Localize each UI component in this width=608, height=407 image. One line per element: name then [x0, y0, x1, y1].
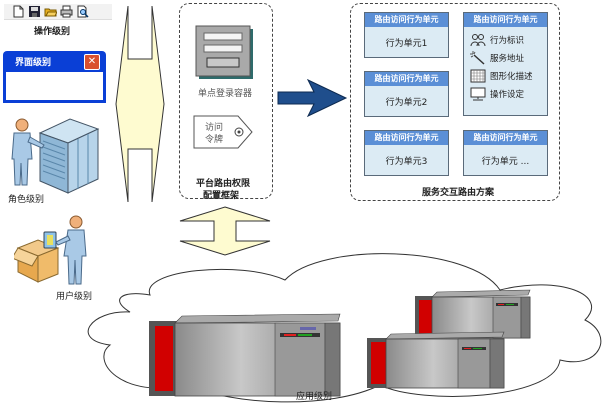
platform-routing-frame	[179, 3, 273, 199]
server-icon	[367, 331, 505, 389]
person-icon	[11, 118, 45, 186]
application-level-label: 应用级别	[296, 392, 333, 402]
window-body	[6, 72, 103, 100]
box-icon	[14, 239, 60, 283]
feature-label: 服务地址	[490, 54, 525, 64]
magic-wand-icon	[470, 51, 485, 65]
feature-behavior-id: 行为标识	[464, 31, 547, 49]
login-container-icon	[195, 25, 253, 79]
open-folder-icon[interactable]	[44, 5, 57, 18]
horizontal-double-arrow-icon	[179, 206, 271, 256]
route-unit-more: 路由访问行为单元 行为单元 ...	[463, 130, 548, 176]
feature-graphic-desc: 图形化描述	[464, 67, 547, 85]
feature-service-address: 服务地址	[464, 49, 547, 67]
save-icon[interactable]	[28, 5, 41, 18]
interface-level-window: 界面级别 ✕	[3, 51, 106, 103]
role-person-server-icon	[11, 118, 100, 194]
unit-body: 行为单元1	[385, 39, 428, 49]
server-rack-icon	[38, 118, 100, 194]
unit-body: 行为单元3	[385, 157, 428, 167]
routing-scheme-frame	[350, 3, 560, 201]
frame-title-line1: 平台路由权限	[196, 179, 251, 189]
access-token-icon	[193, 115, 253, 149]
unit-header: 路由访问行为单元	[365, 13, 448, 27]
application-cloud	[87, 253, 602, 403]
unit-header: 路由访问行为单元	[464, 13, 547, 27]
unit-body: 行为单元 ...	[481, 157, 530, 167]
user-person-box-icon	[14, 215, 87, 285]
sso-container-label: 单点登录容器	[198, 89, 253, 99]
feature-label: 操作设定	[490, 90, 525, 100]
operation-level-label: 操作级别	[34, 27, 71, 37]
role-level-label: 角色级别	[8, 195, 45, 205]
routing-scheme-title: 服务交互路由方案	[422, 188, 495, 198]
vertical-double-arrow-icon	[115, 5, 165, 203]
grid-calendar-icon	[470, 69, 486, 83]
token-label-line1: 访问	[205, 123, 224, 133]
feature-operation-setting: 操作设定	[464, 85, 547, 103]
window-title: 界面级别	[15, 58, 52, 68]
server-icon	[415, 289, 531, 339]
close-icon[interactable]: ✕	[84, 54, 100, 70]
user-level-label: 用户级别	[56, 292, 93, 302]
server-icon	[149, 313, 341, 397]
tablet-icon	[43, 231, 57, 249]
unit-header: 路由访问行为单元	[464, 131, 547, 145]
toolbar	[4, 4, 112, 20]
print-preview-icon[interactable]	[76, 5, 89, 18]
computer-network-icon	[470, 87, 486, 101]
frame-title-line2: 配置框架	[203, 191, 240, 201]
person-icon	[55, 215, 87, 285]
route-unit-3: 路由访问行为单元 行为单元3	[364, 130, 449, 176]
route-unit-1: 路由访问行为单元 行为单元1	[364, 12, 449, 58]
new-file-icon[interactable]	[12, 5, 25, 18]
unit-header: 路由访问行为单元	[365, 72, 448, 86]
unit-header: 路由访问行为单元	[365, 131, 448, 145]
feature-label: 行为标识	[490, 36, 525, 46]
right-arrow-icon	[277, 78, 348, 118]
route-unit-2: 路由访问行为单元 行为单元2	[364, 71, 449, 117]
token-label-line2: 令牌	[205, 135, 224, 145]
users-icon	[470, 34, 486, 47]
feature-label: 图形化描述	[490, 72, 533, 82]
print-icon[interactable]	[60, 5, 73, 18]
route-unit-detail: 路由访问行为单元 行为标识 服务地址 图形化描述 操作设定	[463, 12, 548, 116]
unit-body: 行为单元2	[385, 98, 428, 108]
